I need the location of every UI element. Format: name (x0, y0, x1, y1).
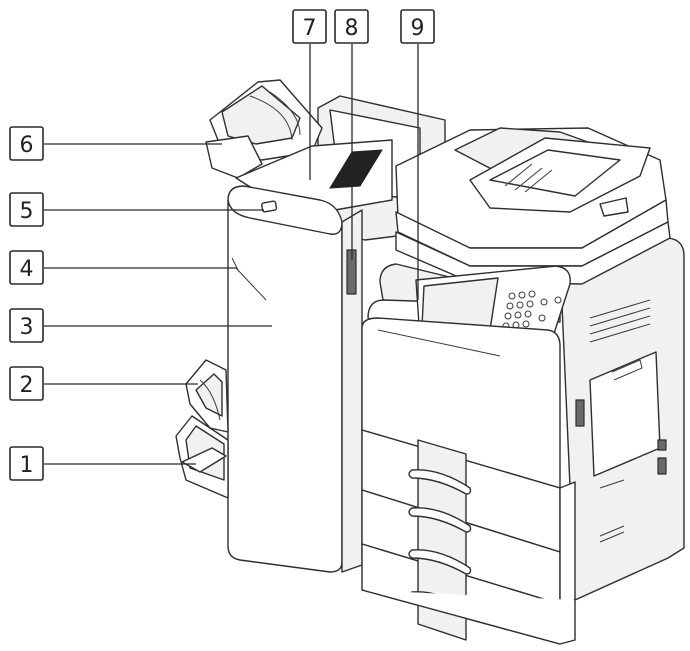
callout-label-8: 8 (345, 16, 359, 41)
callout-9: 9 (400, 9, 435, 300)
callout-label-9: 9 (411, 16, 425, 41)
finisher-side-panel (341, 209, 363, 573)
callout-label-5: 5 (20, 199, 34, 224)
callout-6: 6 (9, 126, 222, 161)
callout-label-6: 6 (20, 133, 34, 158)
callout-7: 7 (292, 9, 327, 180)
callout-3: 3 (9, 308, 272, 343)
callout-label-3: 3 (20, 315, 34, 340)
paper-drawers (361, 429, 576, 645)
callout-label-1: 1 (20, 453, 34, 478)
bottom-output-tray (175, 415, 229, 499)
finisher-front-door (227, 185, 343, 573)
top-stacker-tray (205, 79, 323, 179)
document-feeder (395, 127, 669, 267)
callout-2: 2 (9, 366, 198, 401)
callout-5: 5 (9, 192, 264, 227)
callout-label-2: 2 (20, 373, 34, 398)
callout-8: 8 (334, 9, 369, 260)
front-cover (361, 317, 561, 489)
booklet-tray (185, 359, 229, 433)
callout-1: 1 (9, 446, 196, 481)
callout-4: 4 (9, 250, 236, 285)
callout-label-4: 4 (20, 257, 34, 282)
side-vent (589, 299, 651, 343)
callout-label-7: 7 (303, 16, 317, 41)
printer-main-body (361, 127, 685, 645)
finisher-unit (175, 79, 446, 573)
